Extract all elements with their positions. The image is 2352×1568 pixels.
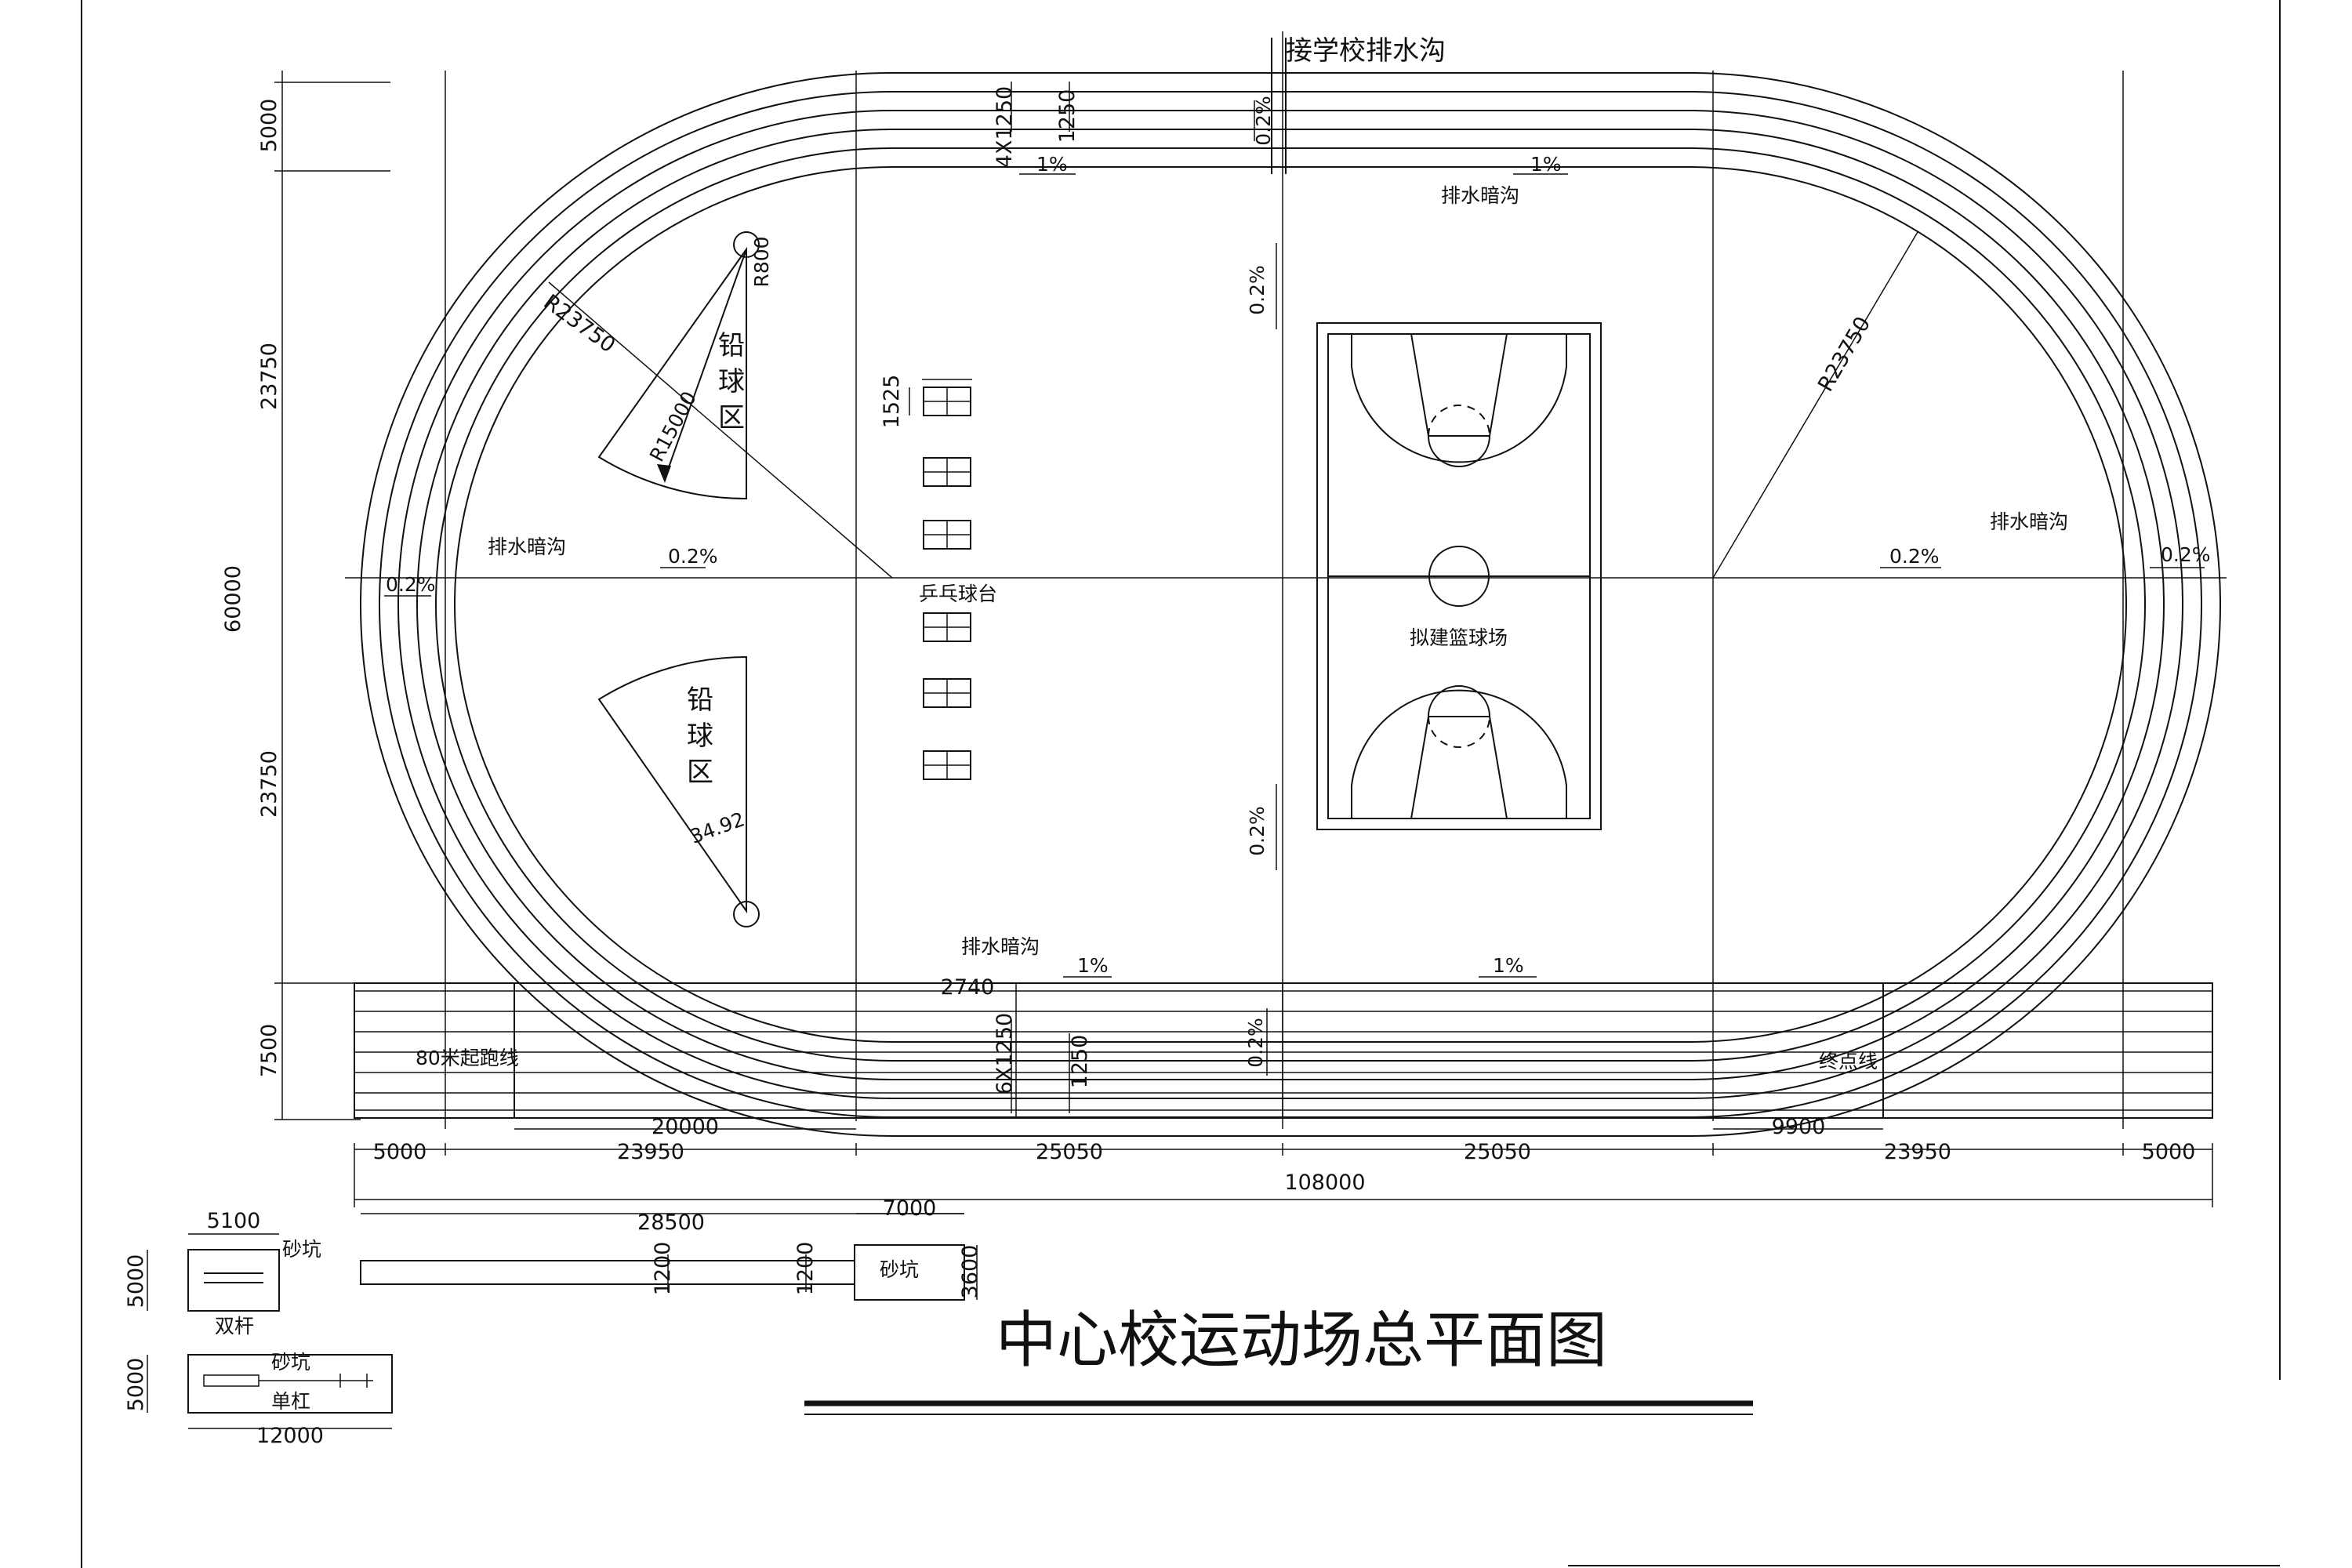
pingpong-table [923,678,971,708]
title-underline [804,1400,1753,1415]
dim-straight-right: 23950 [1884,1140,1951,1164]
dim-lanes-bottom: 6X1250 [993,1013,1017,1094]
jump-facilities [147,1213,978,1429]
dim-single-box-width: 12000 [256,1424,324,1448]
shotput-label-upper-2: 球 [718,366,745,397]
slope-end-left: 0.2% [386,573,436,596]
slope-bottom-right: 1% [1493,954,1524,977]
drain-label-right: 排水暗沟 [1990,510,2068,533]
shotput-sector-lower [597,655,760,927]
dim-pit-width: 3600 [958,1245,982,1299]
sandpit-label-single: 砂坑 [271,1351,310,1374]
dim-single-box-height: 5000 [124,1358,148,1412]
dim-table-width: 2740 [941,975,995,1000]
sandpit-box [854,1244,965,1301]
slope-center-upper: 0.2% [1246,265,1269,315]
dim-runway-length: 28500 [637,1210,705,1235]
dim-angle: 34.92 [688,808,748,848]
dim-runway-width-b: 1200 [793,1242,818,1296]
start-line-label: 80米起跑线 [416,1047,519,1069]
shotput-label-upper-1: 铅 [718,330,745,361]
dim-half-right: 25050 [1464,1140,1531,1164]
dim-radius-right: R23750 [1813,313,1875,396]
slope-infield-left: 0.2% [668,545,718,568]
dim-end-right: 5000 [2142,1140,2196,1164]
single-bar-label: 单杠 [271,1390,310,1413]
dim-runway-width-a: 1200 [651,1242,675,1296]
single-bar-box [187,1354,393,1414]
dim-overall-width: 60000 [221,565,245,633]
pingpong-label: 乒乓球台 [919,583,997,605]
dim-20000: 20000 [652,1115,719,1139]
dim-bar-box-width: 5100 [207,1209,261,1233]
shotput-label-lower-1: 铅 [687,684,713,716]
dim-half-width-top: 23750 [257,343,281,410]
dim-bottom-strip: 7500 [257,1024,281,1078]
dim-lanes-top: 4X1250 [993,86,1017,168]
sprint-straight [354,982,2213,1119]
pingpong-table [923,612,971,642]
sandpit-label-double: 砂坑 [282,1238,321,1261]
dimension-lines [274,71,2213,1207]
shotput-label-lower-2: 球 [687,720,713,752]
slope-top-left: 1% [1036,153,1068,176]
dim-lane-top: 1250 [1055,89,1080,143]
slope-center-lower: 0.2% [1246,806,1269,856]
infield-grid [345,31,2227,1129]
slope-bottom-left: 1% [1077,954,1109,977]
slope-arrows [384,100,2205,1076]
dim-top-strip: 5000 [257,99,281,153]
slope-infield-right: 0.2% [1889,545,1940,568]
dim-radius-left: R23750 [539,290,620,358]
pingpong-tables [923,387,971,780]
dim-9900: 9900 [1772,1115,1826,1139]
dim-lane-bottom: 1250 [1068,1035,1092,1089]
pingpong-table [923,520,971,550]
slope-top-right: 1% [1530,153,1562,176]
drawing-title: 中心校运动场总平面图 [996,1305,1607,1376]
shotput-label-lower-3: 区 [687,757,713,788]
slope-center-top: 0.2% [1252,96,1275,146]
drain-label-left: 排水暗沟 [488,535,566,558]
dim-overall-length: 108000 [1284,1171,1365,1195]
dim-table-height: 1525 [880,375,904,429]
finish-line-label: 终点线 [1819,1050,1878,1073]
pingpong-table [923,457,971,487]
dim-half-width-bottom: 23750 [257,750,281,818]
dim-end-left: 5000 [373,1140,427,1164]
shotput-sector-upper [597,231,760,500]
drain-label-bottom: 排水暗沟 [961,935,1040,958]
dim-half-left: 25050 [1036,1140,1103,1164]
pingpong-table [923,750,971,780]
basketball-court [1316,322,1602,830]
basketball-label: 拟建篮球场 [1410,626,1508,649]
pingpong-table [923,387,971,416]
drain-label-top: 排水暗沟 [1441,184,1519,207]
dim-bar-box-height: 5000 [124,1254,148,1308]
sandpit-label-main: 砂坑 [880,1258,919,1281]
dim-pit-length: 7000 [883,1196,937,1221]
double-bar-box [187,1249,280,1312]
drain-school-label: 接学校排水沟 [1286,35,1446,67]
double-bar-label: 双杆 [215,1315,254,1338]
dim-straight-left: 23950 [617,1140,684,1164]
slope-end-right: 0.2% [2161,543,2211,566]
running-track [360,72,2221,1137]
dim-r800: R800 [750,236,773,287]
sheet-frame [81,0,2281,1568]
shotput-label-upper-3: 区 [718,402,745,434]
slope-center-bottom: 0.2% [1244,1018,1267,1068]
